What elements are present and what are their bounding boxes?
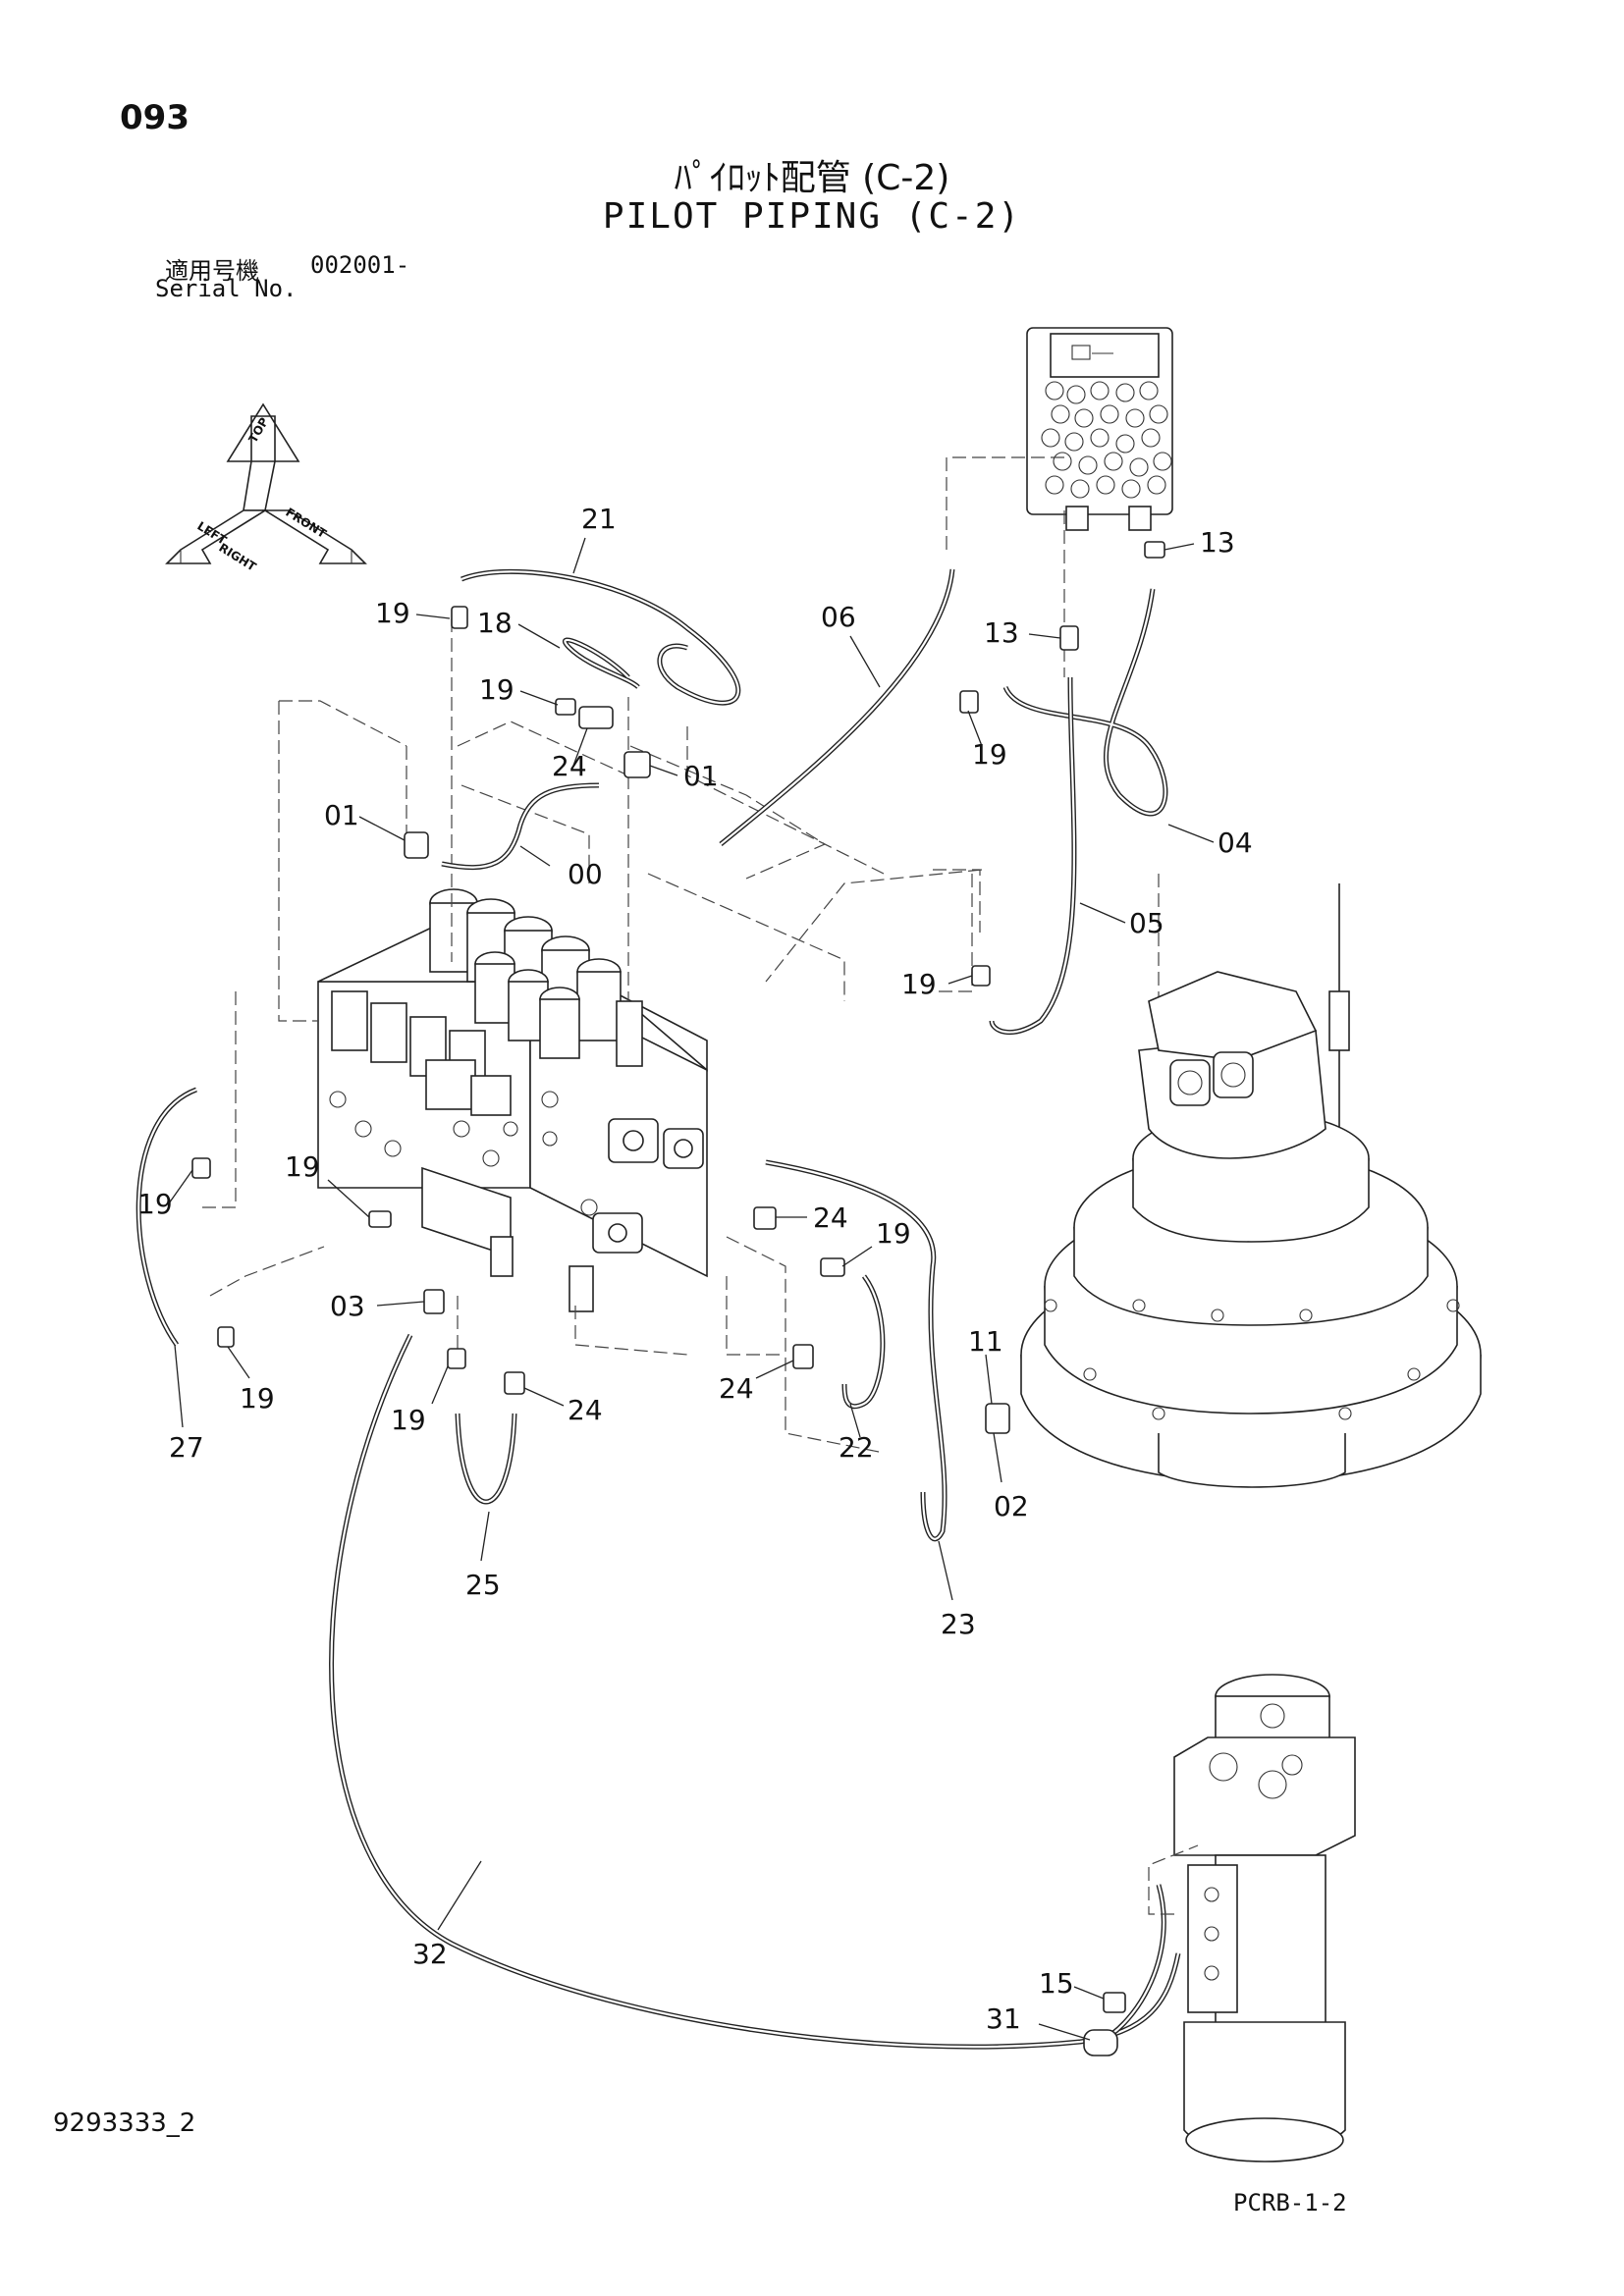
fittings: [191, 541, 1165, 2056]
callout-22: 22: [839, 1431, 874, 1464]
callout-19: 19: [876, 1217, 911, 1250]
callout-27: 27: [169, 1431, 204, 1464]
hoses: [135, 568, 1181, 2050]
orientation-top-label: TOP: [245, 415, 271, 446]
callout-18: 18: [477, 607, 513, 639]
sheet-code: PCRB-1-2: [1233, 2189, 1347, 2216]
callout-19: 19: [972, 738, 1007, 771]
callout-11: 11: [968, 1325, 1003, 1358]
callout-04: 04: [1218, 827, 1253, 859]
callout-19: 19: [391, 1404, 426, 1436]
orientation-indicator: TOP LEFT RIGHT FRONT: [165, 402, 367, 574]
callout-32: 32: [412, 1938, 448, 1970]
leader-lines: [168, 537, 1215, 2041]
swing-motor: [1020, 883, 1482, 1488]
callout-19: 19: [137, 1188, 173, 1220]
callout-24: 24: [552, 750, 587, 782]
callout-15: 15: [1039, 1967, 1074, 2000]
callout-24: 24: [813, 1201, 848, 1234]
callout-19: 19: [375, 597, 410, 629]
serial-value: 002001-: [310, 251, 410, 279]
reference-lines: [196, 456, 1160, 1454]
title-japanese: ﾊﾟｲﾛｯﾄ配管 (C-2): [674, 158, 950, 198]
callout-labels: 21 19 18 19 24 01 01 00 06 13 13 19 04 0…: [137, 503, 1253, 2035]
orientation-right-label: RIGHT: [216, 541, 259, 574]
document-number: 9293333_2: [53, 2109, 196, 2138]
callout-19: 19: [285, 1150, 320, 1183]
callout-19: 19: [479, 673, 514, 706]
callout-01: 01: [324, 799, 359, 831]
callout-03: 03: [330, 1290, 365, 1322]
callout-13: 13: [984, 616, 1019, 649]
callout-02: 02: [994, 1490, 1029, 1522]
callout-05: 05: [1129, 907, 1164, 939]
center-joint: [1148, 1674, 1356, 2163]
pilot-valve-block: [1026, 327, 1173, 531]
callout-23: 23: [941, 1608, 976, 1640]
control-valve-assembly: [317, 888, 708, 1312]
serial-label-japanese: 適用号機: [165, 257, 259, 285]
callout-13: 13: [1200, 526, 1235, 559]
callout-21: 21: [581, 503, 617, 535]
callout-06: 06: [821, 601, 856, 633]
title-english: PILOT PIPING (C-2): [602, 196, 1022, 237]
callout-00: 00: [568, 858, 603, 890]
callout-25: 25: [465, 1569, 501, 1601]
callout-01: 01: [683, 760, 719, 792]
callout-19: 19: [901, 968, 937, 1000]
callout-24: 24: [568, 1394, 603, 1426]
callout-31: 31: [986, 2002, 1021, 2035]
callout-19: 19: [240, 1382, 275, 1415]
page-number: 093: [120, 98, 189, 137]
serial-label-english: Serial No.: [155, 275, 298, 302]
callout-24: 24: [719, 1372, 754, 1405]
